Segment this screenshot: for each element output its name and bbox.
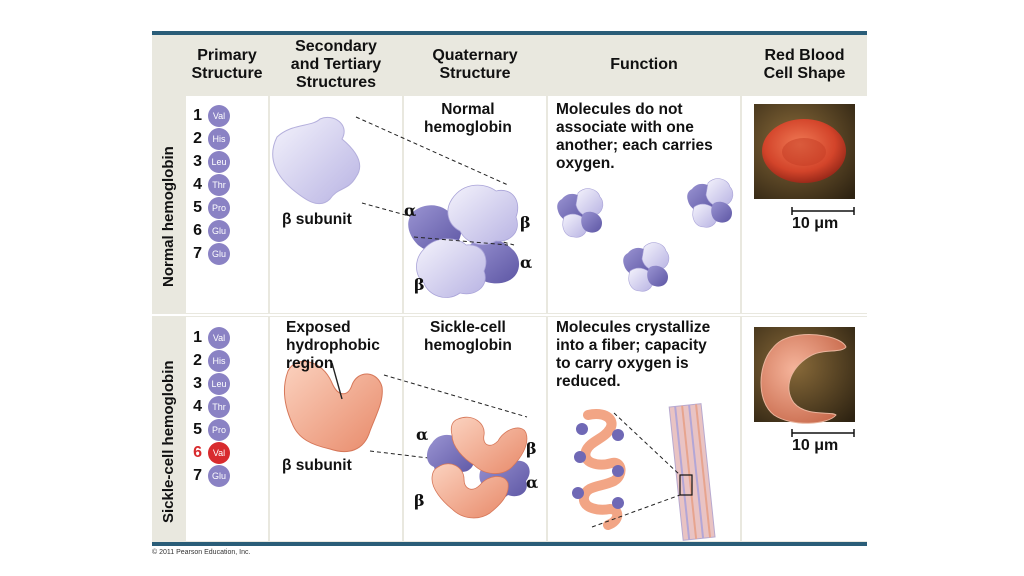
normal-tetramer-2 [687,178,734,228]
amino-acid-row: 6 Glu [186,220,230,242]
normal-tetramer-1 [557,188,604,238]
normal-beta-light-2 [416,238,487,298]
amino-acid-ball: His [208,350,230,372]
mutated-amino-acid-row: 6 Val [186,442,230,464]
copyright-notice: © 2011 Pearson Education, Inc. [152,549,251,556]
amino-acid-ball: His [208,128,230,150]
amino-acid-ball: Glu [208,465,230,487]
sickle-beta-subunit-shape [284,361,383,453]
sickle-quaternary-title: Sickle-cell hemoglobin [424,319,512,354]
residue-number: 4 [193,398,202,415]
normal-beta-subunit-shape [272,117,361,205]
amino-acid-row: 1 Val [186,105,230,127]
residue-number: 6 [193,222,202,239]
residue-number: 1 [193,329,202,346]
normal-beta-subunit-label: β subunit [282,211,352,228]
illustration-layer [272,104,855,541]
amino-acid-row: 7 Glu [186,243,230,265]
header-primary: Primary Structure [191,47,263,82]
residue-number: 1 [193,107,202,124]
normal-alpha-label-2: α [520,253,533,272]
normal-tetramer-3 [623,242,670,292]
header-secondary-tertiary: Secondary and Tertiary Structures [290,38,382,91]
normal-scale-label: 10 μm [792,215,839,232]
mutated-amino-acid-ball: Val [208,442,230,464]
amino-acid-ball: Val [208,327,230,349]
sickle-fiber-strand [572,409,626,530]
top-border [152,31,867,35]
bottom-border [152,542,867,546]
sickle-beta-orange-1 [450,416,528,474]
normal-beta-label-1: β [520,213,531,232]
amino-acid-row: 2 His [186,128,230,150]
residue-number: 3 [193,375,202,392]
sickle-beta-label-2: β [414,491,425,510]
mutated-residue-number: 6 [193,444,202,461]
residue-number: 2 [193,352,202,369]
exposed-hydrophobic-label: Exposed hydrophobic region [286,319,380,372]
normal-alpha-label-1: α [404,201,417,220]
amino-acid-ball: Pro [208,419,230,441]
residue-number: 5 [193,199,202,216]
sickle-beta-label-1: β [526,439,537,458]
fiber-zoom-box [679,474,693,496]
amino-acid-ball: Glu [208,220,230,242]
amino-acid-row: 3 Leu [186,151,230,173]
amino-acid-row: 4 Thr [186,174,230,196]
amino-acid-ball: Thr [208,174,230,196]
sickle-scale-label: 10 μm [792,437,839,454]
amino-acid-row: 1 Val [186,327,230,349]
amino-acid-ball: Glu [208,243,230,265]
header-row [152,35,867,95]
normal-beta-label-2: β [414,275,425,294]
sickle-function-text: Molecules crystallize into a fiber; capa… [556,319,711,390]
amino-acid-row: 3 Leu [186,373,230,395]
amino-acid-row: 7 Glu [186,465,230,487]
header-function: Function [610,56,678,73]
amino-acid-ball: Val [208,105,230,127]
residue-number: 4 [193,176,202,193]
amino-acid-row: 5 Pro [186,197,230,219]
sickle-beta-orange-2 [431,463,509,519]
amino-acid-ball: Pro [208,197,230,219]
residue-number: 2 [193,130,202,147]
hemoglobin-figure: Primary Structure Secondary and Tertiary… [152,31,867,546]
amino-acid-ball: Leu [208,151,230,173]
amino-acid-ball: Leu [208,373,230,395]
sickle-alpha-label-2: α [526,473,539,492]
residue-number: 7 [193,467,202,484]
normal-quaternary-title: Normal hemoglobin [424,101,512,136]
residue-number: 7 [193,245,202,262]
amino-acid-row: 5 Pro [186,419,230,441]
normal-beta-light-1 [447,184,519,245]
normal-function-text: Molecules do not associate with one anot… [556,101,713,172]
sickle-fiber-bundle [668,403,716,541]
residue-number: 5 [193,421,202,438]
amino-acid-row: 2 His [186,350,230,372]
header-quaternary: Quaternary Structure [432,47,518,82]
header-rbc-shape: Red Blood Cell Shape [763,47,846,82]
amino-acid-row: 4 Thr [186,396,230,418]
sickle-alpha-label-1: α [416,425,429,444]
amino-acid-ball: Thr [208,396,230,418]
residue-number: 3 [193,153,202,170]
sickle-beta-subunit-label: β subunit [282,457,352,474]
sickle-rbc-cell [760,334,847,424]
